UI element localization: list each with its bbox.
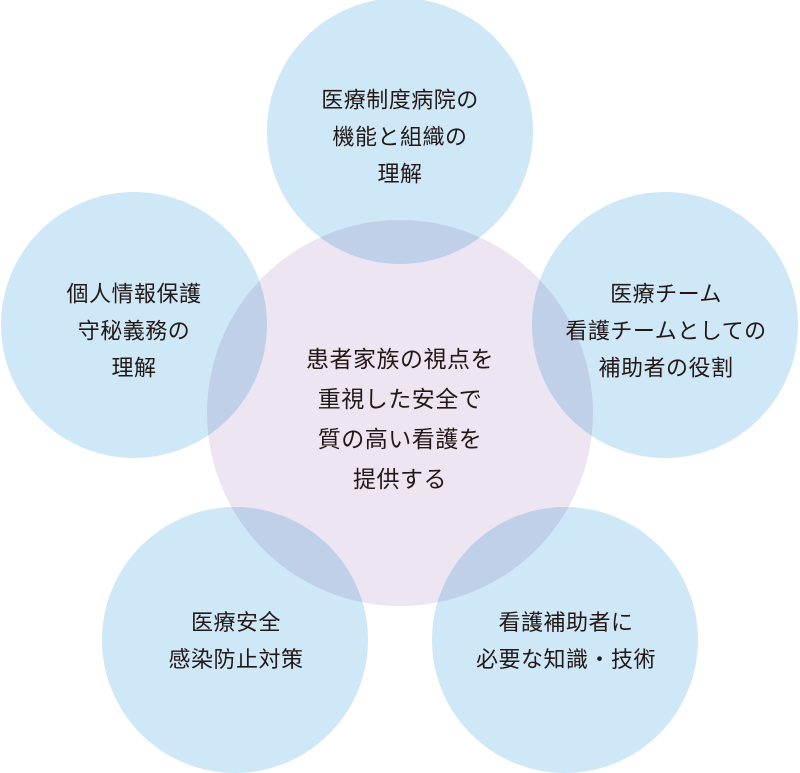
center-circle	[207, 220, 593, 606]
center-label-line: 質の高い看護を	[317, 427, 483, 453]
node-label-line: 医療チーム	[610, 282, 722, 308]
node-label-bottom-right: 看護補助者に 必要な知識・技術	[476, 605, 656, 679]
node-label-right: 医療チーム 看護チームとしての 補助者の役割	[565, 277, 766, 388]
center-label: 患者家族の視点を 重視した安全で 質の高い看護を 提供する	[306, 340, 494, 500]
node-label-top: 医療制度病院の 機能と組織の 理解	[321, 83, 479, 194]
node-label-line: 医療制度病院の	[321, 88, 479, 114]
node-label-bottom-left: 医療安全 感染防止対策	[168, 605, 303, 679]
node-circle-left	[1, 192, 267, 458]
node-label-left: 個人情報保護 守秘義務の 理解	[66, 277, 201, 388]
node-label-line: 補助者の役割	[598, 356, 734, 382]
node-label-line: 守秘義務の	[77, 319, 191, 345]
node-label-line: 感染防止対策	[168, 648, 304, 673]
center-label-line: 患者家族の視点を	[306, 347, 494, 373]
node-circle-right	[532, 192, 798, 458]
node-label-line: 理解	[111, 356, 157, 382]
center-label-line: 重視した安全で	[317, 387, 483, 413]
node-label-line: 機能と組織の	[332, 125, 468, 151]
node-label-line: 理解	[377, 162, 423, 188]
node-label-line: 看護チームとしての	[565, 319, 767, 345]
node-label-line: 必要な知識・技術	[475, 648, 657, 673]
node-label-line: 看護補助者に	[498, 611, 634, 636]
node-circle-top	[267, 0, 533, 264]
center-label-line: 提供する	[353, 467, 447, 493]
node-label-line: 個人情報保護	[66, 282, 202, 308]
node-label-line: 医療安全	[190, 611, 282, 636]
